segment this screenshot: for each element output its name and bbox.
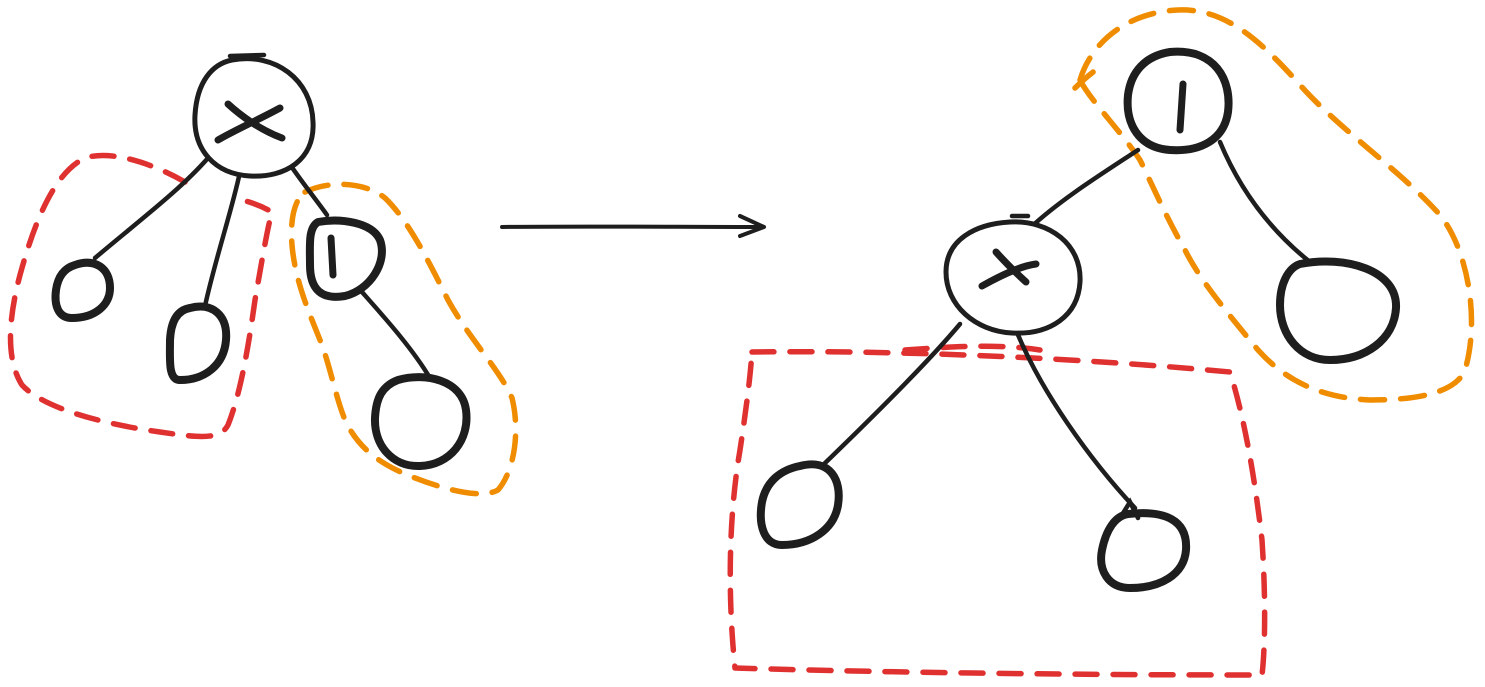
after-left-leaf-node (756, 460, 843, 549)
before-orange-group-outline (288, 181, 519, 497)
before-left-leaf-node (51, 258, 114, 322)
node-shape (1123, 47, 1233, 155)
after-red-group-outline (727, 348, 1268, 678)
after-edge-multiply-to-left-leaf (820, 321, 963, 468)
node-shape (305, 216, 386, 301)
after-right-leaf-node (1276, 257, 1401, 364)
one-icon (1176, 80, 1187, 134)
after-orange-group-outline (1077, 7, 1475, 403)
after-middle-leaf-node (1097, 509, 1191, 592)
before-edge-root-to-middle-leaf (202, 169, 243, 309)
after-edge-one-to-right-leaf (1217, 139, 1313, 265)
after-edge-one-to-multiply (1027, 147, 1141, 231)
right-arrow-icon (500, 214, 766, 238)
before-red-group-outline (7, 152, 275, 440)
node-circle (192, 56, 316, 179)
before-edge-root-to-left-leaf (92, 155, 211, 261)
after-edge-multiply-to-middle-leaf (1013, 327, 1138, 511)
after-multiply-node (943, 213, 1083, 336)
multiply-icon (978, 248, 1040, 290)
after-tree (727, 7, 1475, 678)
one-icon (327, 234, 337, 279)
before-right-leaf-node (370, 373, 471, 471)
before-edge-one-to-right-leaf (359, 289, 433, 381)
after-root-one-node (1123, 47, 1233, 155)
before-one-node (305, 216, 386, 301)
multiply-icon (214, 100, 286, 144)
before-middle-leaf-node (165, 302, 231, 384)
before-tree (7, 52, 519, 497)
before-root-multiply-node (192, 52, 316, 179)
node-circle (943, 219, 1083, 336)
